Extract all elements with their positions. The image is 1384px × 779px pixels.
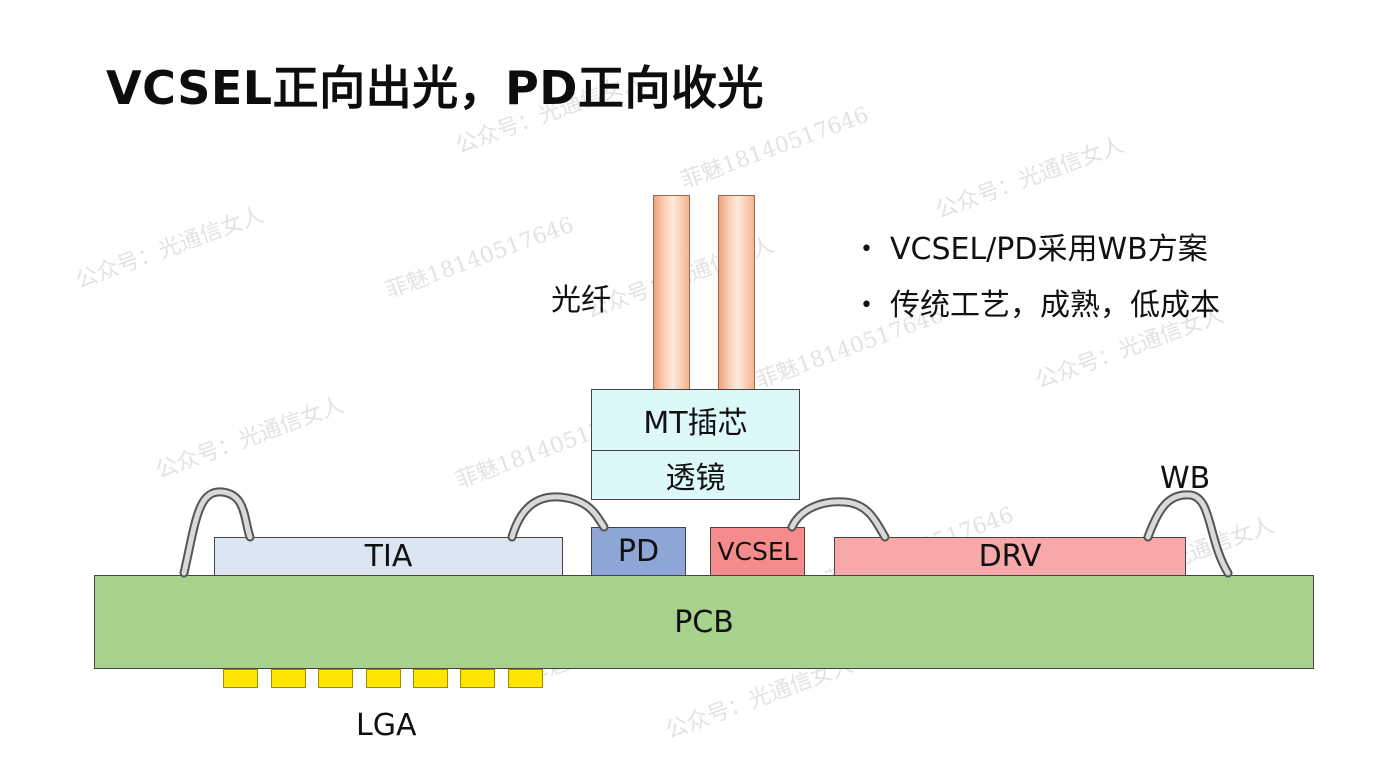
optical-fiber-right [718, 195, 755, 391]
pcb-board: PCB [94, 575, 1314, 669]
drv-chip: DRV [834, 537, 1186, 576]
tia-label: TIA [364, 539, 413, 574]
bullet-text: VCSEL/PD采用WB方案 [890, 232, 1208, 267]
fiber-label: 光纤 [551, 283, 611, 318]
mt-ferrule-label: MT插芯 [643, 406, 748, 441]
lga-pad [271, 669, 306, 688]
vcsel-chip: VCSEL [710, 527, 805, 576]
wb-label: WB [1160, 461, 1211, 496]
wire-bond-fill [181, 489, 1231, 576]
lga-pad [366, 669, 401, 688]
vcsel-label: VCSEL [717, 537, 798, 566]
lga-pad [508, 669, 543, 688]
lga-pad [318, 669, 353, 688]
wire-bond-tia-pd [507, 492, 609, 542]
optical-fiber-left [653, 195, 690, 391]
bullet-item: • VCSEL/PD采用WB方案 [860, 222, 1220, 278]
bullet-dot-icon: • [860, 293, 873, 318]
bullet-dot-icon: • [860, 237, 873, 262]
drv-label: DRV [978, 539, 1042, 574]
pcb-label: PCB [674, 604, 734, 640]
wire-bond-outline [179, 487, 1233, 578]
wire-bond-vcsel-drv [787, 497, 890, 542]
mt-ferrule-block: MT插芯 [591, 389, 800, 451]
wire-bond-drv-right [1143, 490, 1233, 578]
pd-label: PD [617, 534, 660, 569]
lga-pad [413, 669, 448, 688]
bullet-list: • VCSEL/PD采用WB方案 • 传统工艺，成熟，低成本 [860, 222, 1220, 334]
tia-chip: TIA [214, 537, 563, 576]
page-title: VCSEL正向出光，PD正向收光 [106, 61, 764, 115]
lga-pad [460, 669, 495, 688]
lens-block: 透镜 [591, 450, 800, 500]
lga-label: LGA [356, 708, 417, 743]
bullet-item: • 传统工艺，成熟，低成本 [860, 278, 1220, 334]
bullet-text: 传统工艺，成熟，低成本 [890, 288, 1220, 323]
pd-chip: PD [591, 527, 686, 576]
lens-label: 透镜 [665, 461, 726, 496]
lga-pad [223, 669, 258, 688]
